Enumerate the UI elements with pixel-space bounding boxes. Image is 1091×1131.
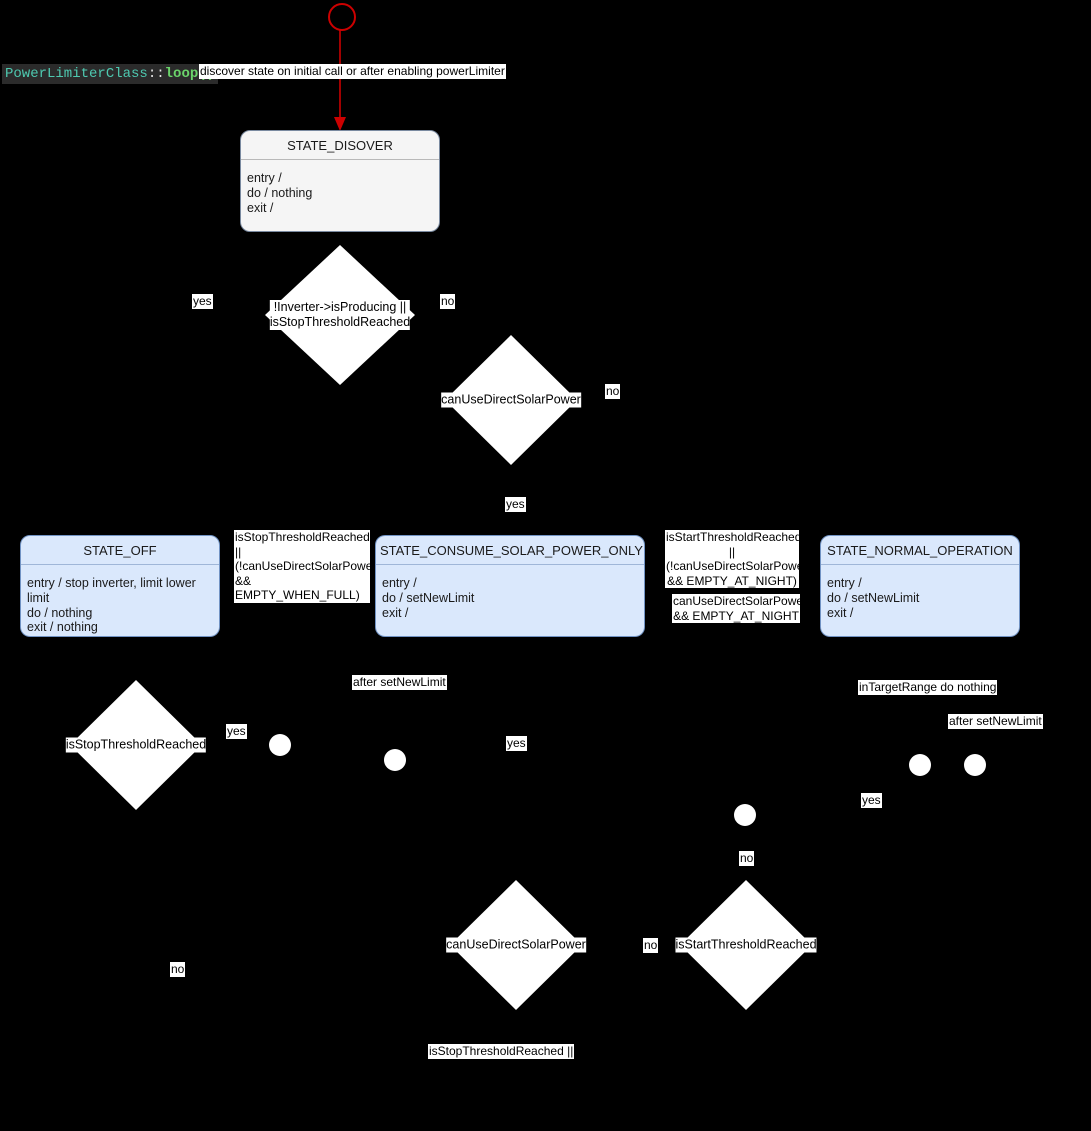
state-title: STATE_CONSUME_SOLAR_POWER_ONLY <box>376 536 644 565</box>
junction-node-3 <box>909 754 931 776</box>
diamond-shape <box>680 880 812 1010</box>
state-title: STATE_DISOVER <box>241 131 439 160</box>
decision-node-can-use-direct-solar-power-top[interactable]: canUseDirectSolarPower <box>441 335 581 465</box>
junction-node-2 <box>384 749 406 771</box>
guard-label-no-3: no <box>739 851 755 866</box>
guard-label-yes-4: yes <box>506 736 527 751</box>
state-node-state-off[interactable]: STATE_OFF entry / stop inverter, limit l… <box>20 535 220 637</box>
state-body: entry / do / setNewLimit exit / <box>382 576 475 620</box>
guard-label-no-1: no <box>440 294 456 309</box>
junction-node-4 <box>964 754 986 776</box>
guard-label-no-2: no <box>605 384 621 399</box>
transition-label-after-set-new-limit-1: after setNewLimit <box>352 675 447 690</box>
page-title: PowerLimiterClass::loop() <box>2 64 219 84</box>
state-body: entry / do / setNewLimit exit / <box>827 576 920 620</box>
guard-label-yes-1: yes <box>192 294 213 309</box>
guard-label-no-5: no <box>170 962 186 977</box>
state-node-state-disover[interactable]: STATE_DISOVER entry / do / nothing exit … <box>240 130 440 232</box>
junction-node-5 <box>734 804 756 826</box>
state-title: STATE_OFF <box>21 536 219 565</box>
state-body: entry / stop inverter, limit lower limit… <box>27 576 196 635</box>
decision-node-is-start-threshold-reached[interactable]: isStartThresholdReached <box>675 880 817 1010</box>
title-scope-operator: :: <box>147 66 165 82</box>
transition-label-in-target-range: inTargetRange do nothing <box>858 680 998 695</box>
diamond-shape <box>450 880 582 1010</box>
transition-label-after-set-new-limit-2: after setNewLimit <box>948 714 1043 729</box>
guard-label-yes-5: yes <box>861 793 882 808</box>
title-class-name: PowerLimiterClass <box>5 66 148 82</box>
decision-node-is-stop-threshold-reached[interactable]: isStopThresholdReached <box>65 680 207 810</box>
transition-label-stop-threshold-empty-when-full: isStopThresholdReached || (!canUseDirect… <box>234 530 377 603</box>
transition-label-start-threshold-empty-at-night: isStartThresholdReached || (!canUseDirec… <box>665 530 808 588</box>
state-node-state-consume-solar-power-only[interactable]: STATE_CONSUME_SOLAR_POWER_ONLY entry / d… <box>375 535 645 637</box>
diamond-shape <box>70 680 202 810</box>
junction-node-1 <box>269 734 291 756</box>
guard-label-no-4: no <box>643 938 659 953</box>
state-body: entry / do / nothing exit / <box>247 171 313 215</box>
state-title: STATE_NORMAL_OPERATION <box>821 536 1019 565</box>
start-node-circle <box>328 3 356 31</box>
start-transition-label: discover state on initial call or after … <box>199 64 506 79</box>
diamond-shape <box>445 335 577 465</box>
state-node-state-normal-operation[interactable]: STATE_NORMAL_OPERATION entry / do / setN… <box>820 535 1020 637</box>
decision-node-inverter-producing[interactable]: !Inverter->isProducing || isStopThreshol… <box>265 245 415 385</box>
decision-node-can-use-direct-solar-power-bottom[interactable]: canUseDirectSolarPower <box>446 880 586 1010</box>
transition-label-can-use-direct-solar-empty-at-night: canUseDirectSolarPower && EMPTY_AT_NIGHT <box>672 594 808 623</box>
diamond-shape <box>265 245 415 385</box>
transition-label-is-stop-threshold-reached-or: isStopThresholdReached || <box>428 1044 575 1059</box>
guard-label-yes-2: yes <box>505 497 526 512</box>
guard-label-yes-3: yes <box>226 724 247 739</box>
